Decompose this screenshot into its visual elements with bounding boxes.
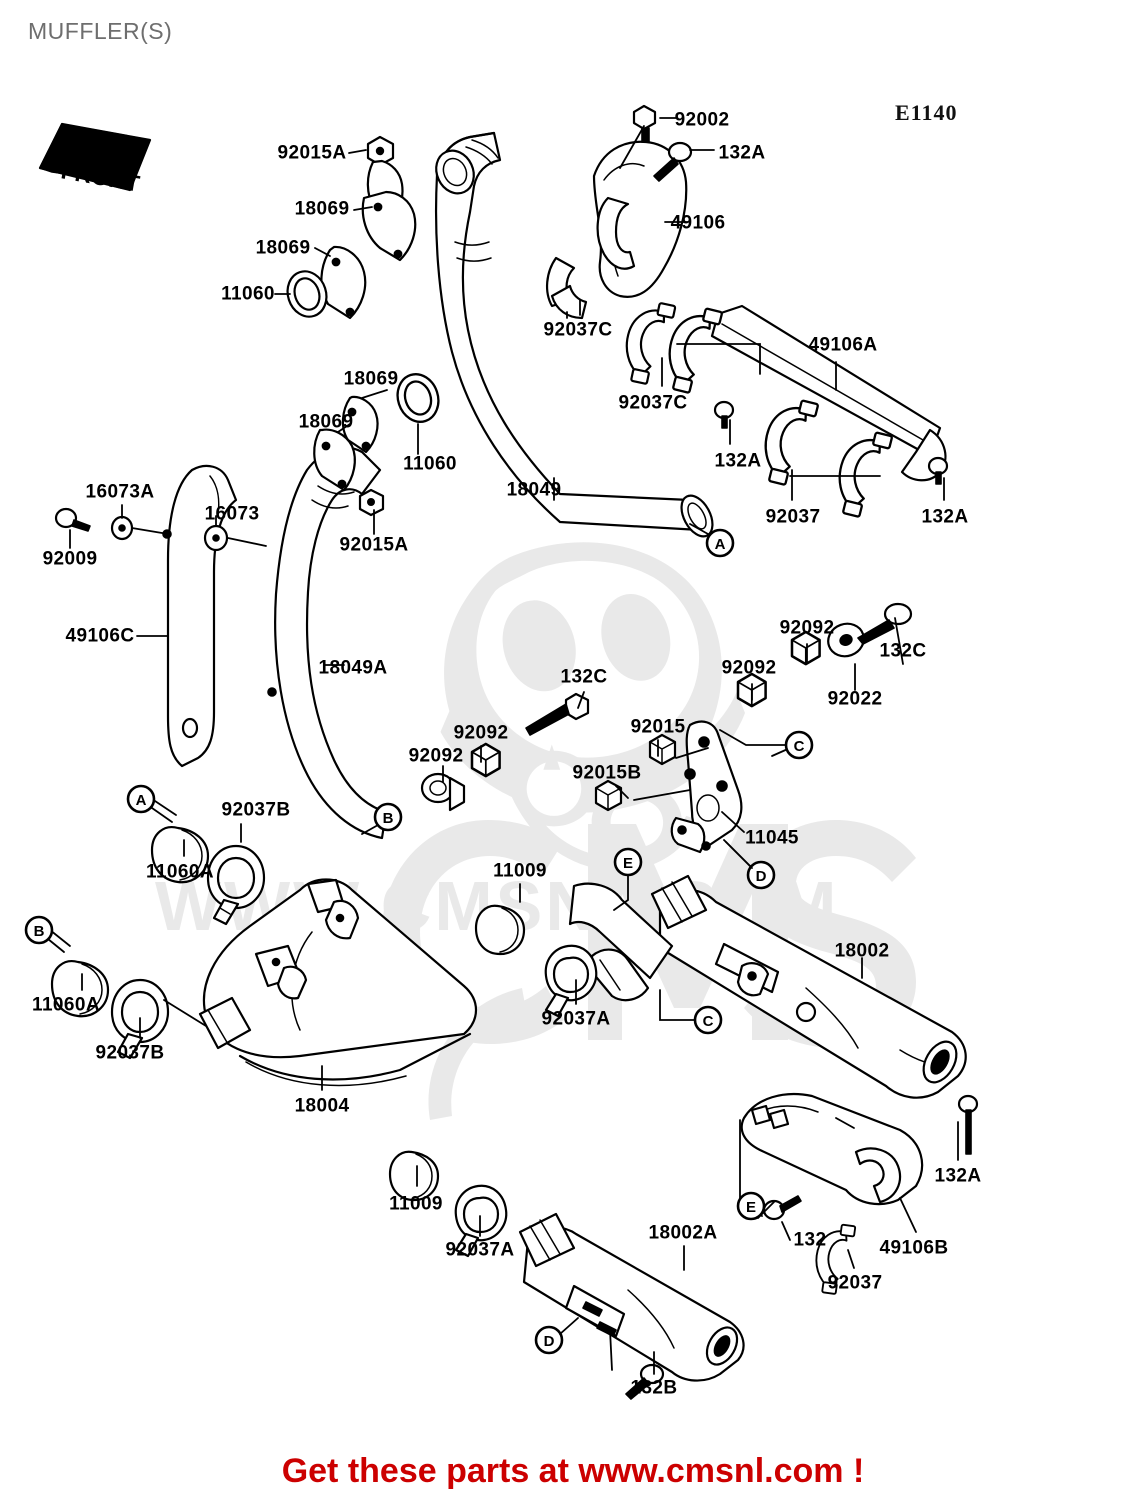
part-number-label: 18002A (648, 1222, 718, 1244)
heat-shield-49106A (579, 296, 949, 522)
part-number-label: 92009 (42, 548, 98, 570)
heat-shield-49106B (739, 1092, 979, 1295)
part-number-label: 92037A (541, 1008, 611, 1030)
svg-text:E: E (623, 855, 633, 872)
part-number-label: 49106C (65, 625, 135, 647)
promo-banner: Get these parts at www.cmsnl.com ! (281, 1452, 865, 1490)
part-number-label: 132C (560, 666, 608, 688)
svg-text:B: B (383, 810, 394, 827)
svg-text:A: A (136, 792, 147, 809)
part-number-label: 92022 (827, 688, 883, 710)
part-number-label: 11009 (389, 1193, 443, 1215)
part-number-label: 16073A (85, 481, 155, 503)
bracket-11045 (670, 720, 743, 854)
diagram-code-label: E1140 (895, 100, 958, 125)
svg-text:A: A (715, 536, 726, 553)
part-number-label: 132B (630, 1377, 678, 1399)
exhaust-pipe-18049 (434, 131, 714, 538)
part-number-label: 92037C (618, 392, 688, 414)
part-number-label: 11060 (221, 283, 275, 305)
part-number-label: 92015A (277, 142, 347, 164)
part-number-label: 18049A (318, 657, 388, 679)
svg-text:C: C (794, 738, 805, 755)
part-number-label: 18002 (834, 940, 890, 962)
part-number-label: 132A (921, 506, 969, 528)
part-number-label: 132A (934, 1165, 982, 1187)
part-number-label: 92037 (827, 1272, 883, 1294)
part-number-label: 92092 (408, 745, 464, 767)
part-number-label: 18069 (298, 411, 354, 433)
part-number-label: 92002 (674, 109, 730, 131)
svg-text:B: B (34, 923, 45, 940)
svg-text:C: C (703, 1013, 714, 1030)
part-number-label: 49106A (808, 334, 878, 356)
part-number-label: 92015A (339, 534, 409, 556)
part-number-label: 92092 (453, 722, 509, 744)
svg-text:E: E (746, 1199, 756, 1216)
part-number-label: 49106B (879, 1237, 949, 1259)
part-number-label: 11060A (32, 994, 100, 1016)
front-direction-arrow: FRONT (38, 122, 152, 197)
svg-text:D: D (756, 868, 767, 885)
muffler-18004 (198, 878, 478, 1091)
part-number-label: 92037 (765, 506, 821, 528)
part-number-label: 18004 (294, 1095, 350, 1117)
upper-left-bracket-group (274, 135, 417, 323)
part-number-label: 11045 (745, 827, 799, 849)
part-number-label: 92037B (95, 1042, 165, 1064)
gasket-clamp-group-left (49, 798, 266, 1060)
part-number-label: 132 (793, 1229, 827, 1251)
part-number-label: 92015 (630, 716, 686, 738)
part-number-label: 18069 (294, 198, 350, 220)
muffler-18002A (388, 1150, 745, 1400)
part-number-label: 18069 (343, 368, 399, 390)
heat-shield-49106C (54, 464, 267, 768)
page-title: MUFFLER(S) (28, 18, 173, 44)
part-number-label: 18069 (255, 237, 311, 259)
part-number-label: 92092 (721, 657, 777, 679)
part-number-label: 16073 (204, 503, 260, 525)
part-number-label: 132A (718, 142, 766, 164)
exhaust-pipe-18049A (267, 367, 446, 840)
svg-text:D: D (544, 1333, 555, 1350)
part-number-label: 132A (714, 450, 762, 472)
muffler-18002 (650, 874, 967, 1099)
part-number-label: 11060 (403, 453, 457, 475)
part-number-label: 92037A (445, 1239, 515, 1261)
part-number-label: 132C (879, 640, 927, 662)
part-number-label: 92037B (221, 799, 291, 821)
part-number-label: 11009 (493, 860, 547, 882)
part-number-label: 18049 (506, 479, 562, 501)
part-number-label: 11060A (146, 861, 214, 883)
part-number-label: 92092 (779, 617, 835, 639)
heat-shield-49106 (546, 104, 715, 320)
part-number-label: 92015B (572, 762, 642, 784)
part-number-label: 92037C (543, 319, 613, 341)
part-number-label: 49106 (670, 212, 726, 234)
connector-pipe (474, 882, 674, 1018)
